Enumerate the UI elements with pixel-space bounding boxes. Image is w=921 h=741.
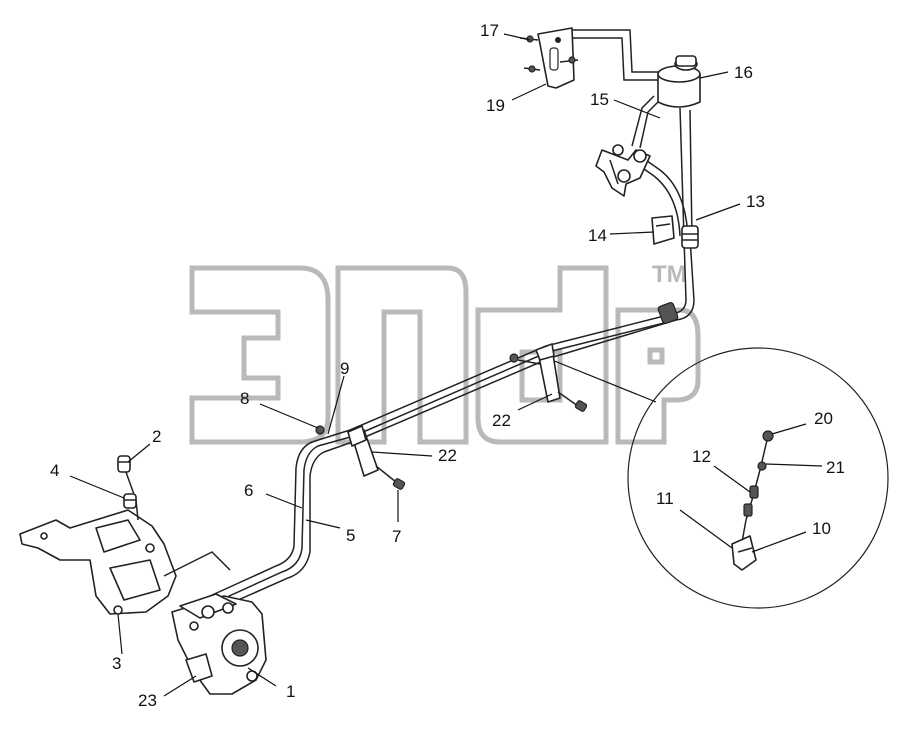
reservoir-bracket-17	[519, 27, 579, 89]
brake-pipe-line	[209, 237, 695, 609]
callout-16: 16	[734, 63, 753, 82]
watermark-tm: TM	[652, 261, 687, 288]
callout-14: 14	[588, 226, 607, 245]
callout-21: 21	[826, 458, 845, 477]
callout-15: 15	[590, 90, 609, 109]
mounting-bracket-3	[19, 509, 231, 615]
leader-lines	[69, 33, 823, 697]
callout-17: 17	[480, 21, 499, 40]
brake-master-valve-1	[171, 593, 267, 695]
callout-23: 23	[138, 691, 157, 710]
callout-22-lower: 22	[438, 446, 457, 465]
pipe-clip-14	[651, 215, 675, 245]
callout-19: 19	[486, 96, 505, 115]
callout-1: 1	[286, 682, 295, 701]
callout-7: 7	[392, 527, 401, 546]
detail-view-circle	[627, 347, 889, 609]
callout-4: 4	[50, 461, 59, 480]
brake-valve-assembly	[595, 144, 651, 197]
pipe-clamp-13	[681, 225, 699, 249]
callout-20: 20	[814, 409, 833, 428]
callout-2: 2	[152, 427, 161, 446]
callout-5: 5	[346, 526, 355, 545]
detail-view-leader	[541, 355, 657, 403]
pipe-connector	[657, 302, 679, 324]
callout-3: 3	[112, 654, 121, 673]
pipe-bracket-22-lower	[315, 425, 406, 490]
callout-13: 13	[746, 192, 765, 211]
watermark-logo: TM	[189, 261, 701, 445]
callout-10: 10	[812, 519, 831, 538]
reservoir-pipe	[570, 29, 693, 239]
callout-22-upper: 22	[492, 411, 511, 430]
callout-6: 6	[244, 481, 253, 500]
fluid-reservoir-16	[657, 55, 701, 108]
callout-8: 8	[240, 389, 249, 408]
callout-11: 11	[656, 489, 674, 508]
detail-assembly	[731, 430, 774, 571]
callout-12: 12	[692, 447, 711, 466]
fitting-4	[123, 493, 137, 509]
callout-9: 9	[340, 359, 349, 378]
pipe-bracket-22-upper	[509, 343, 588, 412]
